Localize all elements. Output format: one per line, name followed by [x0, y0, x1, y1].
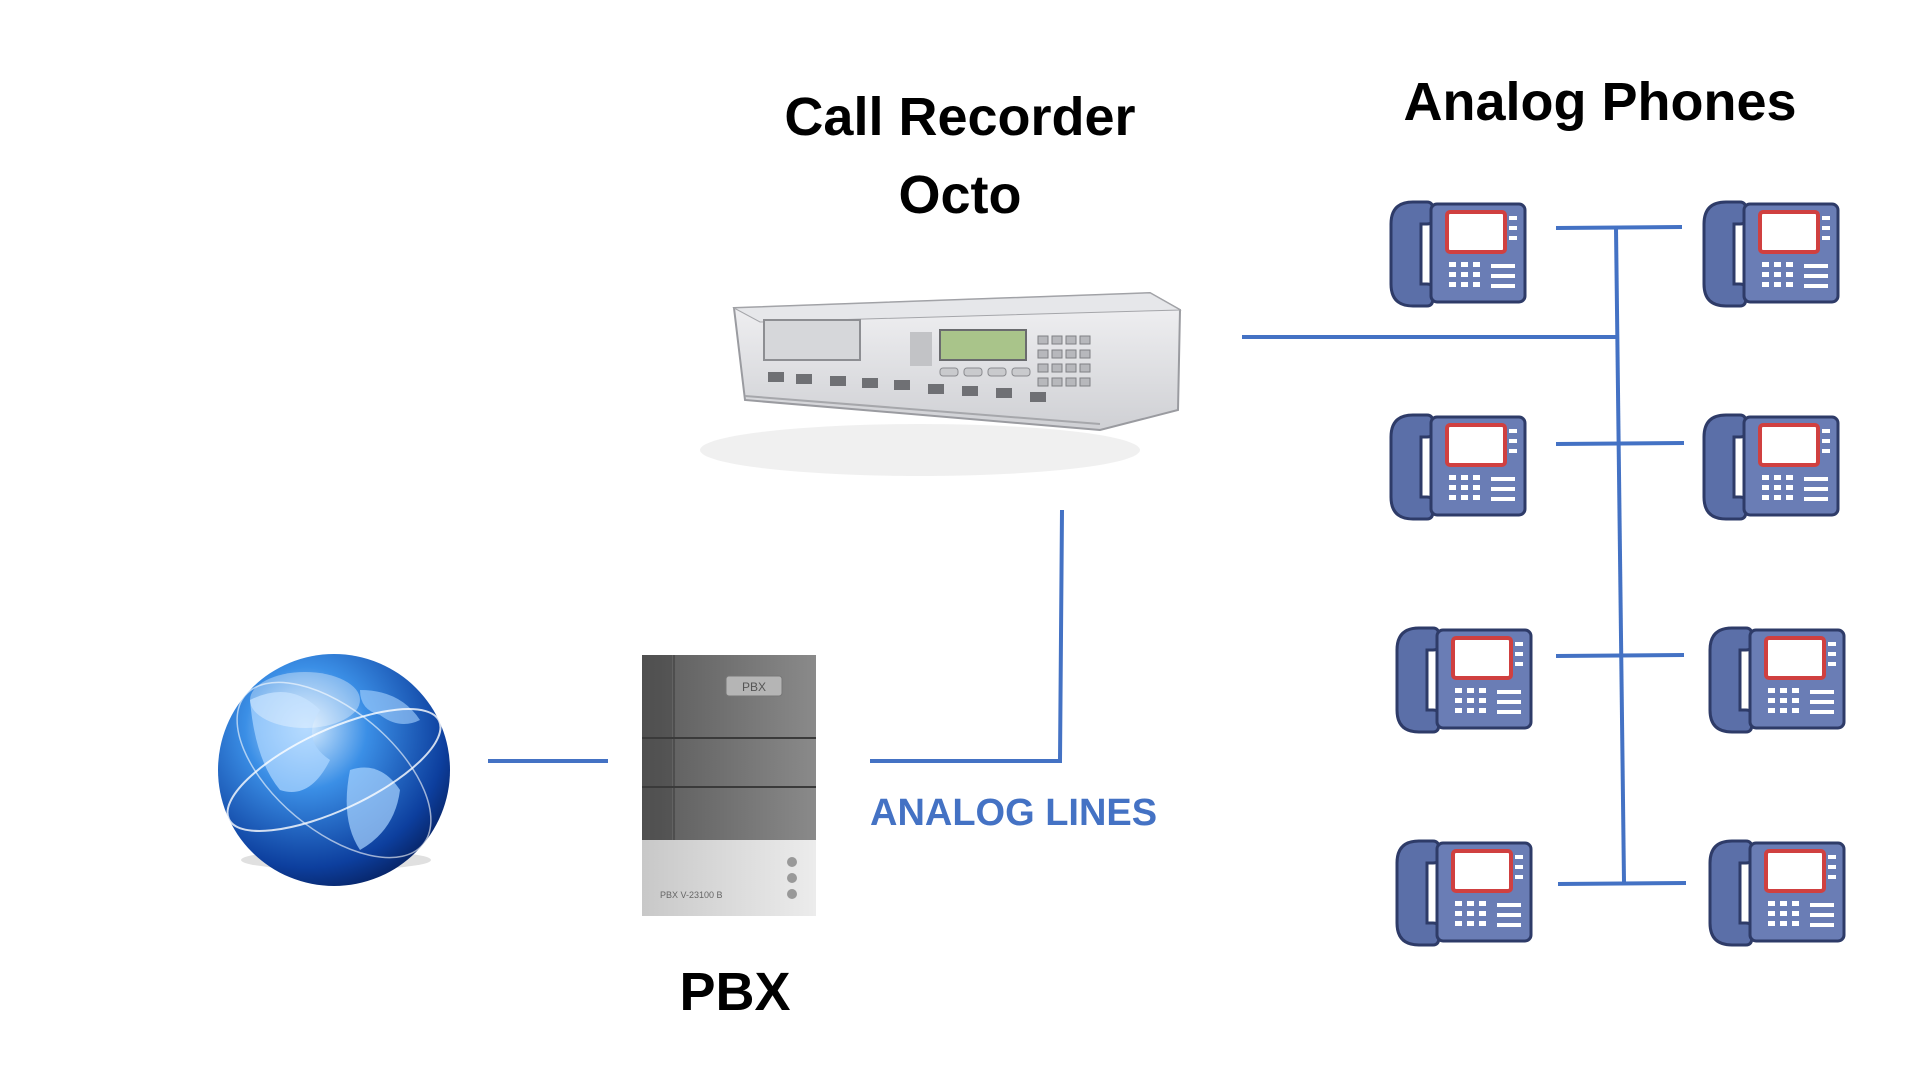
- call-recorder-device-icon: [700, 291, 1182, 476]
- phone-bus-trunk: [1614, 227, 1626, 883]
- call-recorder-label: Call Recorder Octo: [740, 78, 1180, 234]
- phone-icon: [1395, 839, 1533, 947]
- call-recorder-label-line2: Octo: [898, 165, 1022, 225]
- pbx-model-text: PBX V-23100 B: [660, 890, 723, 900]
- pbx-cabinet-icon: PBX PBX V-23100 B: [642, 655, 816, 916]
- phone-row-1-link: [1555, 225, 1683, 230]
- phone-row-4-link: [1557, 881, 1687, 886]
- phone-icon: [1389, 200, 1527, 308]
- phone-icon: [1389, 413, 1527, 521]
- phone-icon: [1702, 413, 1840, 521]
- phone-icon: [1708, 626, 1846, 734]
- phone-row-2-link: [1555, 441, 1685, 446]
- phone-icon: [1395, 626, 1533, 734]
- analog-phones-label: Analog Phones: [1403, 72, 1797, 132]
- connectors: [488, 225, 1687, 886]
- phone-icon: [1702, 200, 1840, 308]
- call-recorder-label-line1: Call Recorder: [784, 87, 1136, 147]
- pbx-badge-text: PBX: [742, 680, 766, 694]
- pbx-label: PBX: [679, 962, 791, 1022]
- pbx-recorder-link: [870, 509, 1064, 763]
- phone-icon: [1708, 839, 1846, 947]
- analog-lines-label: ANALOG LINES: [870, 792, 1158, 834]
- phone-row-3-link: [1555, 653, 1685, 658]
- globe-icon: [218, 654, 450, 886]
